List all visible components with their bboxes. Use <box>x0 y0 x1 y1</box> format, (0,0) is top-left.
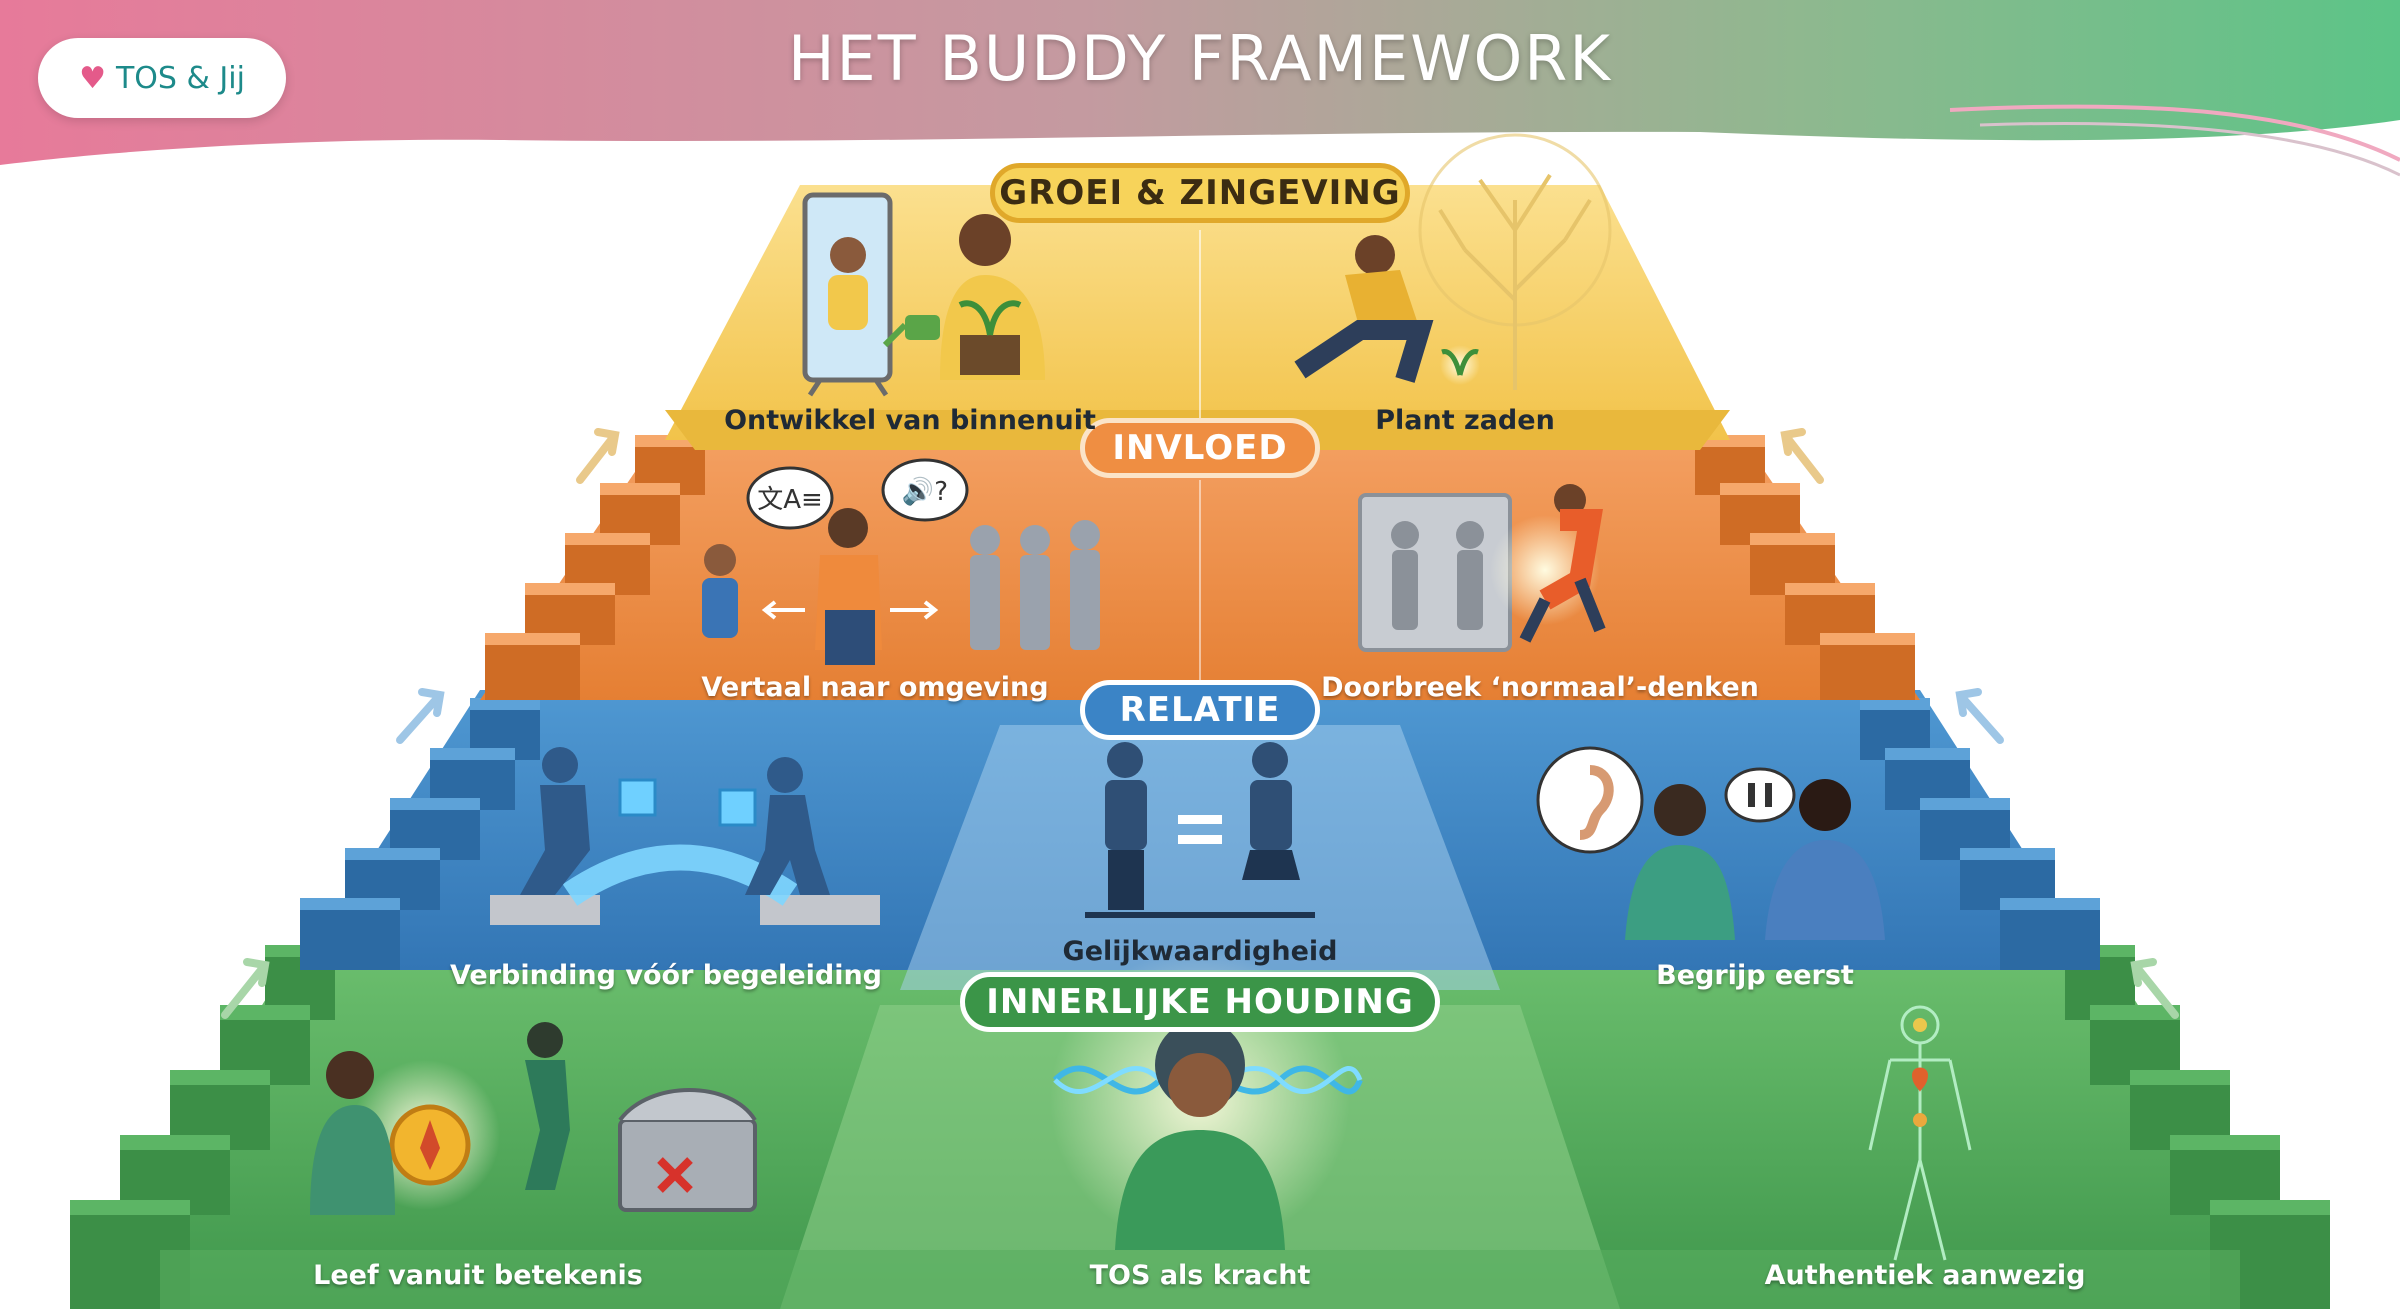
watering-can-icon <box>882 315 940 348</box>
caption-plant-zaden: Plant zaden <box>1375 405 1555 436</box>
caption-begrijp-eerst: Begrijp eerst <box>1656 960 1854 991</box>
caption-leef-vanuit: Leef vanuit betekenis <box>313 1260 643 1291</box>
badge-groei-zingeving: GROEI & ZINGEVING <box>990 163 1410 223</box>
svg-text:🔊?: 🔊? <box>902 475 948 507</box>
header-swirl <box>1949 104 2400 162</box>
header-band <box>0 0 2400 165</box>
compass-icon <box>310 1022 570 1215</box>
wall-break-icon <box>1358 484 1606 652</box>
pause-icon <box>1724 767 1796 823</box>
caption-authentiek: Authentiek aanwezig <box>1764 1260 2086 1291</box>
person-with-plant <box>940 214 1045 380</box>
logo-text: TOS & Jij <box>115 60 245 96</box>
badge-invloed: INVLOED <box>1080 418 1320 478</box>
translate-icon: 文A≡ <box>746 466 834 530</box>
mirror-icon <box>802 192 893 397</box>
ear-icon <box>1536 746 1644 854</box>
svg-text:文A≡: 文A≡ <box>757 485 823 515</box>
badge-relatie: RELATIE <box>1080 680 1320 740</box>
arrow-up-icon <box>396 688 2004 744</box>
page-title: HET BUDDY FRAMEWORK <box>787 22 1613 95</box>
heart-chat-icon: ♥ <box>79 60 106 96</box>
kneeling-person <box>1294 235 1480 385</box>
badge-innerlijke-houding: INNERLIJKE HOUDING <box>960 972 1440 1032</box>
caption-tos-als-kracht: TOS als kracht <box>1089 1260 1311 1291</box>
logo[interactable]: ♥ TOS & Jij <box>38 38 286 118</box>
caption-verbinding: Verbinding vóór begeleiding <box>449 960 883 991</box>
bridge-icon <box>490 747 880 925</box>
caption-gelijkwaardigheid: Gelijkwaardigheid <box>1062 936 1338 967</box>
speaker-question-icon: 🔊? <box>881 458 969 522</box>
caption-ontwikkel: Ontwikkel van binnenuit <box>724 405 1096 436</box>
arrow-up-icon <box>576 428 1824 484</box>
caption-vertaal: Vertaal naar omgeving <box>701 672 1049 703</box>
listening-people <box>1625 779 1885 940</box>
chest-icon <box>618 1088 757 1212</box>
body-energy-icon <box>1868 1005 1972 1261</box>
tree-icon <box>1418 133 1612 390</box>
translator-person <box>702 508 1100 665</box>
equals-icon <box>1085 742 1315 918</box>
arrow-up-icon <box>221 958 2179 1019</box>
caption-doorbreek: Doorbreek ‘normaal’-denken <box>1321 672 1759 703</box>
